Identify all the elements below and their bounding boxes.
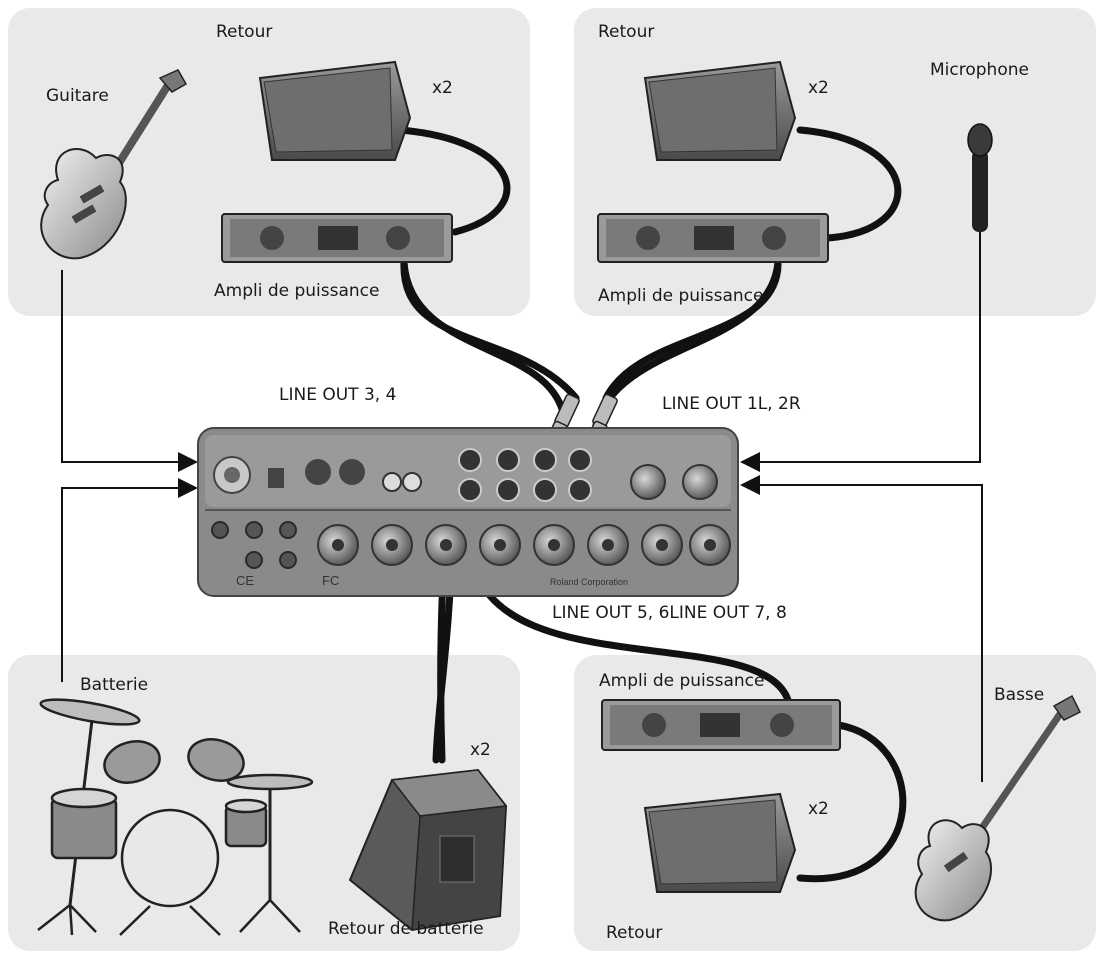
- label-ampli-top-right: Ampli de puissance: [598, 286, 764, 306]
- audio-interface: CE FC Roland Corporation: [197, 427, 739, 597]
- label-microphone: Microphone: [930, 60, 1029, 80]
- guitar-signal-arrow: [61, 270, 198, 472]
- cert-ce: CE: [236, 573, 254, 588]
- label-ampli-top-left: Ampli de puissance: [214, 281, 380, 301]
- microphone-icon: [967, 123, 993, 232]
- guitar-icon: [40, 69, 188, 260]
- label-line-out-56-78: LINE OUT 5, 6LINE OUT 7, 8: [552, 603, 787, 623]
- brand-text: Roland Corporation: [550, 577, 628, 587]
- cable-monitor-amp-tl: [396, 126, 511, 236]
- label-x2-top-left: x2: [432, 78, 453, 98]
- power-amp-bottom-right: [601, 699, 841, 751]
- power-amp-top-left: [221, 213, 453, 263]
- cable-amp-tl-lineout-2: [400, 258, 569, 429]
- monitor-top-right: [643, 60, 797, 161]
- label-guitare: Guitare: [46, 86, 109, 106]
- label-retour-top-left: Retour: [216, 22, 273, 42]
- label-basse: Basse: [994, 685, 1045, 705]
- label-line-out-12: LINE OUT 1L, 2R: [662, 394, 801, 414]
- label-retour-top-right: Retour: [598, 22, 655, 42]
- cable-monitor-amp-tr: [796, 126, 902, 242]
- monitor-top-left: [258, 60, 412, 161]
- drum-monitor-icon: [348, 768, 508, 932]
- label-x2-drum: x2: [470, 740, 491, 760]
- bass-icon: [914, 694, 1082, 922]
- monitor-bottom-right: [643, 792, 797, 893]
- label-batterie: Batterie: [80, 675, 149, 695]
- power-amp-top-right: [597, 213, 829, 263]
- label-ampli-bottom-right: Ampli de puissance: [599, 671, 765, 691]
- panel-top-right: [574, 8, 1096, 316]
- label-line-out-34: LINE OUT 3, 4: [279, 385, 397, 405]
- cable-amp-br-monitor: [796, 721, 907, 883]
- mic-signal-arrow: [740, 232, 981, 472]
- bass-signal-arrow: [740, 475, 983, 782]
- label-retour-bottom-right: Retour: [606, 923, 663, 943]
- cert-fc: FC: [322, 573, 339, 588]
- drums-signal-arrow: [61, 478, 198, 682]
- label-x2-bottom-right: x2: [808, 799, 829, 819]
- label-retour-batterie: Retour de batterie: [328, 919, 484, 939]
- drum-kit-icon: [37, 698, 314, 936]
- label-x2-top-right: x2: [808, 78, 829, 98]
